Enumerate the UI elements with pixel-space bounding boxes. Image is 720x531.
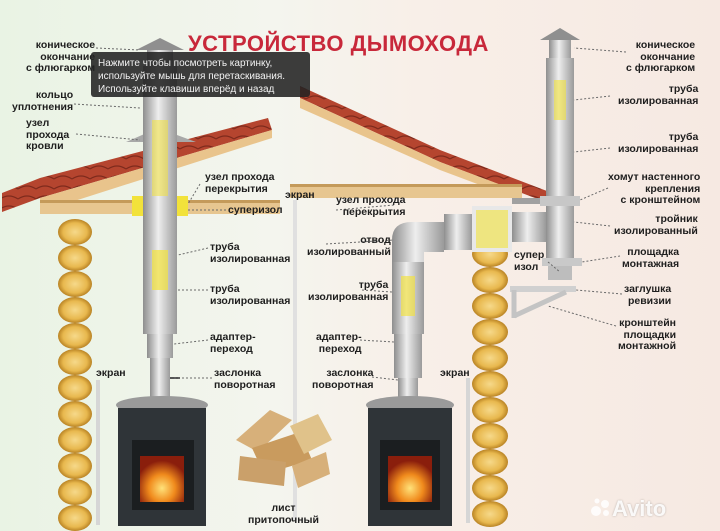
mid-screen-panel: [293, 200, 297, 520]
right-roof: [300, 86, 560, 206]
right-chimney: [512, 28, 582, 280]
label-screen-mid: экран: [285, 189, 315, 201]
image-viewer-tooltip: Нажмите чтобы посмотреть картинку, испол…: [91, 52, 310, 97]
left-roof: [2, 118, 272, 212]
left-stove: [116, 396, 208, 526]
leader-lines: [73, 47, 627, 381]
label-adapter-left: адаптер-переход: [210, 331, 256, 355]
right-roof-underside: [300, 98, 520, 200]
label-screen-right: экран: [440, 367, 470, 379]
right-log-wall: [472, 215, 508, 527]
platform-bracket: [510, 286, 576, 319]
label-superizol-left: суперизол: [228, 204, 283, 216]
mid-stove: [366, 396, 454, 526]
right-screen-panel: [466, 378, 470, 523]
right-ceiling: [290, 184, 522, 198]
diagram-title: УСТРОЙСТВО ДЫМОХОДА: [188, 31, 489, 56]
avito-watermark: Avito: [612, 496, 667, 521]
label-adapter-right: адаптер-переход: [316, 331, 362, 355]
avito-logo-icon: [591, 498, 609, 516]
mid-chimney: [392, 206, 512, 410]
left-screen-panel: [96, 380, 100, 525]
left-log-wall: [58, 219, 92, 531]
label-screen-left: экран: [96, 367, 126, 379]
firewood-pile: [236, 410, 332, 488]
